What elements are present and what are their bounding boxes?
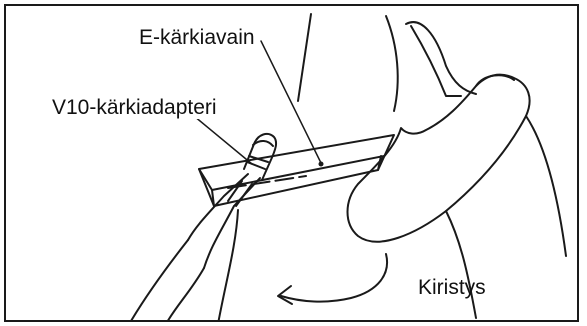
key-label: E-kärkiavain [137,26,257,49]
tighten-label: Kiristys [416,276,488,299]
arrowhead [278,286,292,304]
figure-frame: E-kärkiavain V10-kärkiadapteri Kiristys [4,4,579,322]
adapter-top [253,141,273,146]
adapter-leader [194,116,252,164]
key-bar [199,135,394,206]
background-stroke [298,14,311,101]
key-leader [261,41,321,163]
adapter-label: V10-kärkiadapteri [50,96,219,119]
thumb-nail [476,75,514,86]
hand-upper-fingers [386,16,476,111]
line-art [6,6,579,322]
tightening-direction-arrow-icon [281,254,387,302]
